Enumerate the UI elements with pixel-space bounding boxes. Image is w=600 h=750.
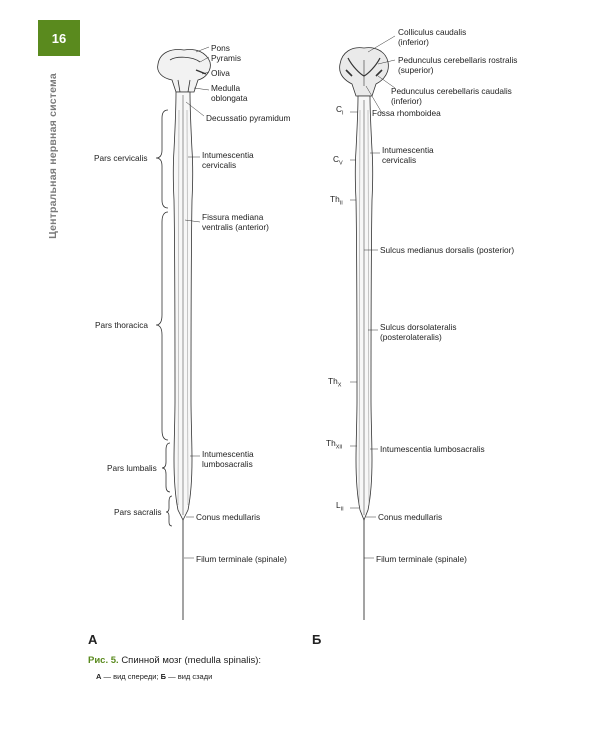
segment-th12-base: Th: [326, 438, 336, 448]
label-fissura-1: Fissura mediana: [202, 212, 263, 222]
segment-th12-sub: XII: [336, 445, 343, 451]
label-sulcus-dorsolat-1: Sulcus dorsolateralis: [380, 322, 457, 332]
label-pons: Pons: [211, 43, 230, 53]
segment-label-l2: LII: [336, 500, 344, 515]
panel-a-drawing: [156, 47, 210, 620]
label-ped-caudalis-2: (inferior): [391, 96, 422, 106]
segment-label-th10: ThX: [328, 376, 341, 391]
label-filum-b: Filum terminale (spinale): [376, 554, 467, 564]
label-conus: Conus medullaris: [196, 512, 260, 522]
label-ped-rostralis-1: Pedunculus cerebellaris rostralis: [398, 55, 517, 65]
panel-letter-a: А: [88, 632, 97, 647]
segment-c1-sub: I: [342, 111, 344, 117]
label-sulcus-medianus: Sulcus medianus dorsalis (posterior): [380, 245, 514, 255]
label-sulcus-dorsolat-2: (posterolateralis): [380, 332, 442, 342]
label-colliculus-2: (inferior): [398, 37, 429, 47]
label-ped-caudalis-1: Pedunculus cerebellaris caudalis: [391, 86, 512, 96]
segment-th10-base: Th: [328, 376, 338, 386]
label-pars-lumbalis: Pars lumbalis: [107, 463, 157, 473]
segment-label-th12: ThXII: [326, 438, 342, 453]
label-intumescentia-cerv-b-2: cervicalis: [382, 155, 416, 165]
caption-text: Спинной мозг (medulla spinalis):: [121, 655, 261, 666]
segment-c5-sub: V: [339, 161, 343, 167]
label-fossa: Fossa rhomboidea: [372, 108, 441, 118]
segment-th10-sub: X: [338, 383, 342, 389]
label-conus-b: Conus medullaris: [378, 512, 442, 522]
brace-thoracic: [156, 212, 168, 440]
brace-cervical: [156, 110, 168, 208]
label-colliculus-1: Colliculus caudalis: [398, 27, 466, 37]
label-intumescentia-lumb-2: lumbosacralis: [202, 459, 253, 469]
label-medulla-2: oblongata: [211, 93, 247, 103]
segment-th2-base: Th: [330, 194, 340, 204]
segment-l2-sub: II: [341, 507, 344, 513]
label-ped-rostralis-2: (superior): [398, 65, 434, 75]
panel-letter-b: Б: [312, 632, 321, 647]
segment-label-c1: CI: [336, 104, 344, 119]
segment-th2-sub: II: [340, 201, 343, 207]
label-medulla-1: Medulla: [211, 83, 240, 93]
label-fissura-2: ventralis (anterior): [202, 222, 269, 232]
figure-subcaption: А — вид спереди; Б — вид сзади: [96, 672, 212, 681]
segment-label-c5: CV: [333, 154, 343, 169]
label-pars-cervicalis: Pars cervicalis: [94, 153, 147, 163]
brace-sacral: [166, 496, 172, 526]
brace-lumbar: [162, 443, 170, 492]
label-intumescentia-cerv-b-1: Intumescentia: [382, 145, 434, 155]
figure-caption: Рис. 5. Спинной мозг (medulla spinalis):: [88, 655, 261, 666]
label-intumescentia-lumb-b: Intumescentia lumbosacralis: [380, 444, 485, 454]
brainstem-a: [158, 50, 211, 93]
subcaption-a-letter: А: [96, 672, 101, 681]
label-decussatio: Decussatio pyramidum: [206, 113, 290, 123]
label-pars-thoracica: Pars thoracica: [95, 320, 148, 330]
label-pars-sacralis: Pars sacralis: [114, 507, 162, 517]
label-intumescentia-lumb-1: Intumescentia: [202, 449, 254, 459]
label-filum: Filum terminale (spinale): [196, 554, 287, 564]
subcaption-b-text: — вид сзади: [168, 672, 212, 681]
segment-label-th2: ThII: [330, 194, 343, 209]
subcaption-b-letter: Б: [161, 672, 166, 681]
label-pyramis: Pyramis: [211, 53, 241, 63]
subcaption-a-text: — вид спереди;: [104, 672, 159, 681]
caption-prefix: Рис. 5.: [88, 655, 119, 666]
label-intumescentia-cerv-2: cervicalis: [202, 160, 236, 170]
label-oliva: Oliva: [211, 68, 230, 78]
label-intumescentia-cerv-1: Intumescentia: [202, 150, 254, 160]
